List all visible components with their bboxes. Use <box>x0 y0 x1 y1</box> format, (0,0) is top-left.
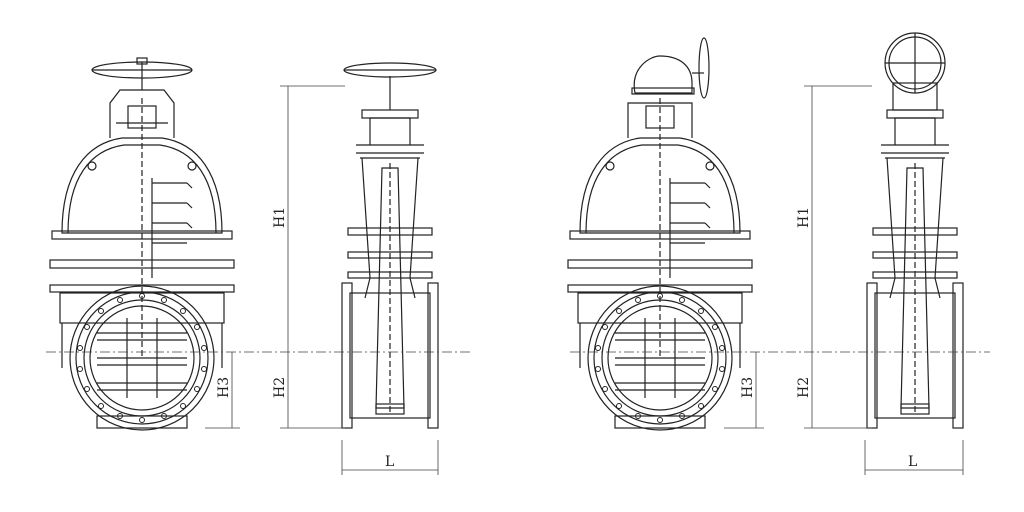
handwheel-gate-valve: H1 H2 H3 L <box>46 57 470 475</box>
side-view <box>341 62 439 429</box>
dimension-label-h3: H3 <box>740 377 756 398</box>
dimension-label-l: L <box>385 454 394 470</box>
side-view <box>866 32 964 429</box>
dimension-label-h1: H1 <box>272 207 288 228</box>
dimension-label-h3: H3 <box>216 377 232 398</box>
dimension-label-l: L <box>908 454 917 470</box>
dimension-label-h1: H1 <box>796 207 812 228</box>
gearbox-gate-valve: H1 H2 H3 L <box>567 32 990 475</box>
dimension-lines <box>46 85 470 475</box>
front-view <box>49 57 235 431</box>
front-view <box>567 37 753 431</box>
dimension-lines <box>570 85 990 475</box>
dimension-label-h2: H2 <box>272 377 288 398</box>
dimension-label-h2: H2 <box>796 377 812 398</box>
